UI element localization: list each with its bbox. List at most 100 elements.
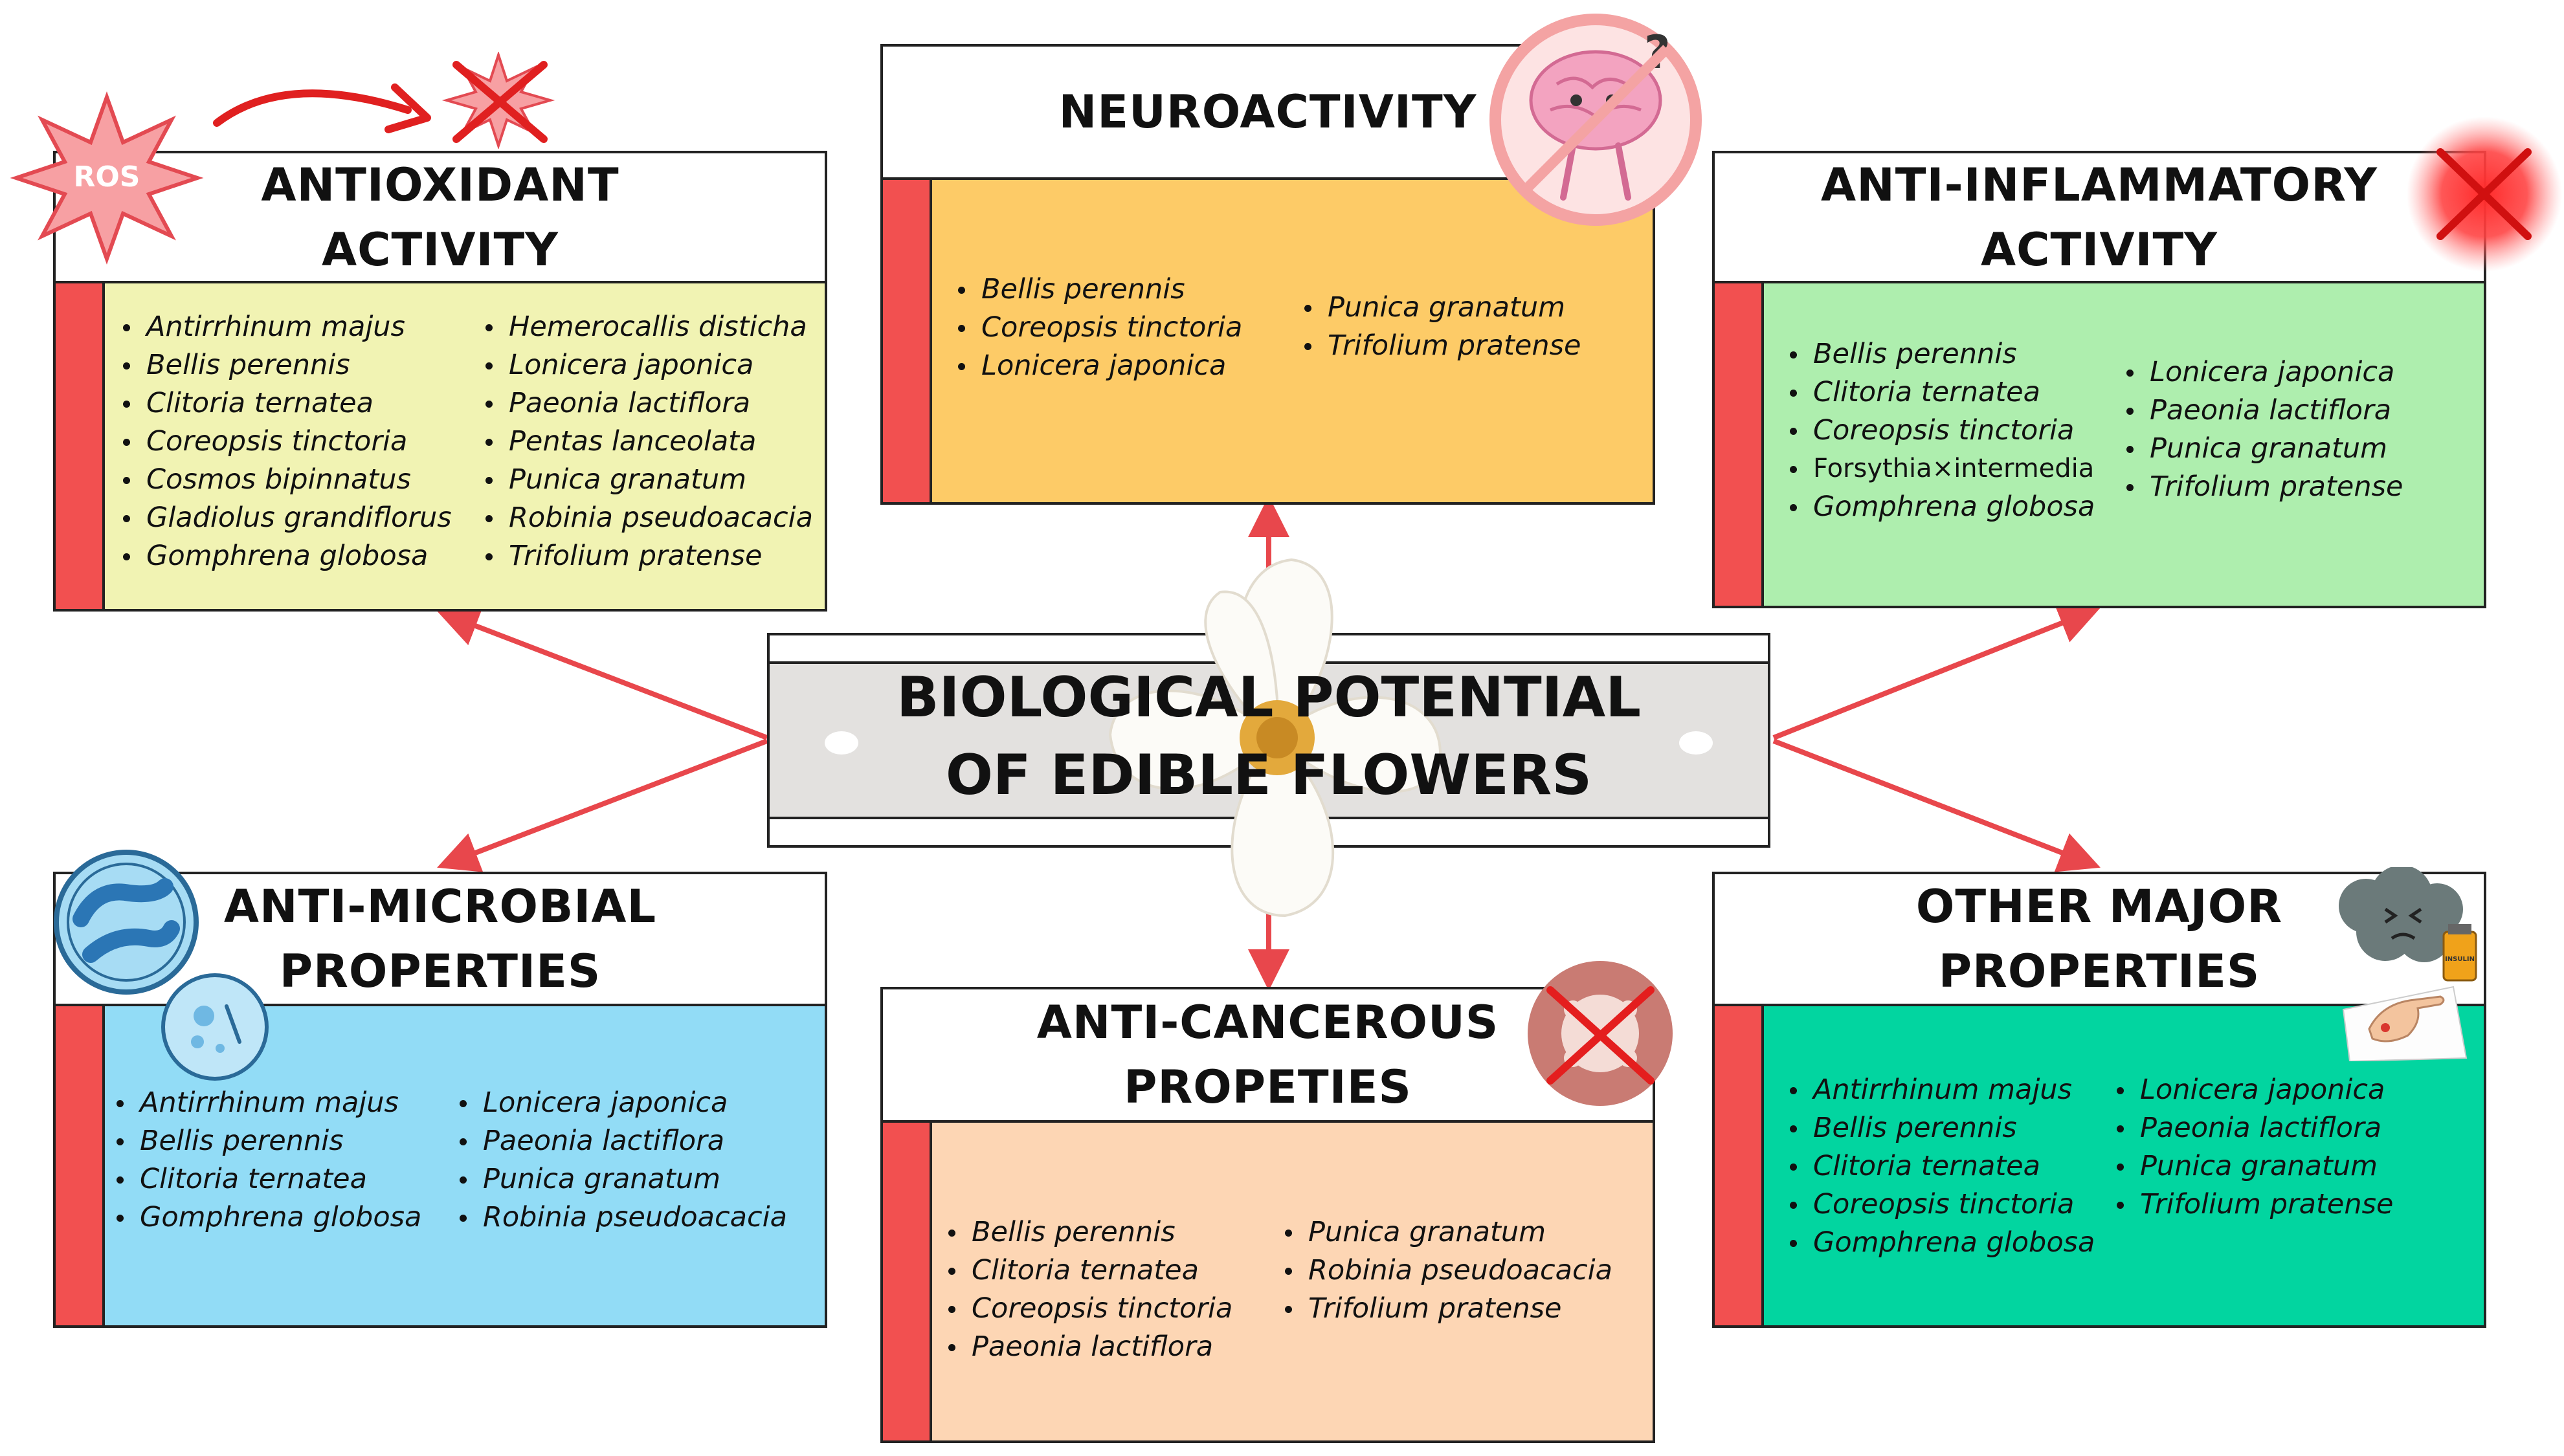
list-item: Punica granatum: [457, 1160, 787, 1198]
antioxidant-list-col2: Hemerocallis disticha Lonicera japonica …: [483, 308, 813, 575]
list-item: Coreopsis tinctoria: [1787, 1186, 2114, 1224]
anti-microbial-list-col2: Lonicera japonica Paeonia lactiflora Pun…: [457, 1084, 787, 1237]
other-major-red-strip: [1715, 1006, 1764, 1325]
list-item: Punica granatum: [1302, 289, 1581, 327]
anti-cancerous-title: ANTI-CANCEROUS PROPETIES: [1036, 996, 1499, 1114]
list-item: Bellis perennis: [1787, 335, 2124, 373]
list-item: Robinia pseudoacacia: [483, 499, 813, 537]
list-item: Clitoria ternatea: [120, 384, 483, 423]
list-item: Paeonia lactiflora: [2114, 1109, 2393, 1147]
list-item: Lonicera japonica: [2114, 1071, 2393, 1109]
curved-arrow-icon: [213, 83, 431, 133]
other-major-title: OTHER MAJOR PROPERTIES: [1915, 880, 2283, 998]
anti-cancerous-list-col2: Punica granatum Robinia pseudoacacia Tri…: [1282, 1213, 1612, 1366]
anti-inflammatory-list-col1: Bellis perennis Clitoria ternatea Coreop…: [1787, 335, 2124, 526]
list-item: Trifolium pratense: [1282, 1290, 1612, 1328]
neuroactivity-card: NEUROACTIVITY Bellis perennis Coreopsis …: [880, 44, 1655, 505]
list-item: Bellis perennis: [120, 346, 483, 384]
list-item: Gomphrena globosa: [114, 1198, 457, 1237]
bacteria-dish-icon: [54, 850, 199, 995]
list-item: Paeonia lactiflora: [457, 1122, 787, 1160]
arrow-to-antioxidant: [437, 606, 768, 740]
list-item: Paeonia lactiflora: [2124, 392, 2403, 430]
list-item: Bellis perennis: [955, 270, 1302, 309]
list-item: Paeonia lactiflora: [483, 384, 813, 423]
list-item: Gomphrena globosa: [1787, 1224, 2114, 1262]
anti-inflammatory-title: ANTI-INFLAMMATORY ACTIVITY: [1821, 158, 2378, 276]
list-item: Punica granatum: [2124, 430, 2403, 468]
anti-microbial-list-col1: Antirrhinum majus Bellis perennis Clitor…: [114, 1084, 457, 1237]
antioxidant-title: ANTIOXIDANT ACTIVITY: [261, 158, 619, 276]
anti-cancerous-header: ANTI-CANCEROUS PROPETIES: [880, 987, 1655, 1123]
cancer-cell-cross-icon: [1528, 961, 1673, 1106]
list-item: Antirrhinum majus: [120, 308, 483, 346]
list-item: Antirrhinum majus: [114, 1084, 457, 1122]
list-item: Antirrhinum majus: [1787, 1071, 2114, 1109]
list-item: Hemerocallis disticha: [483, 308, 813, 346]
neuroactivity-list-col1: Bellis perennis Coreopsis tinctoria Loni…: [955, 270, 1302, 385]
anti-microbial-body: Antirrhinum majus Bellis perennis Clitor…: [53, 1004, 827, 1328]
arrow-to-antimicrobial: [437, 738, 768, 872]
list-item: Paeonia lactiflora: [946, 1328, 1282, 1366]
list-item: Coreopsis tinctoria: [1787, 412, 2124, 450]
ros-label: ROS: [73, 160, 140, 193]
other-major-list-col1: Antirrhinum majus Bellis perennis Clitor…: [1787, 1071, 2114, 1262]
arrow-to-antiinflammatory: [1772, 604, 2101, 740]
list-item: Clitoria ternatea: [946, 1252, 1282, 1290]
list-item: Lonicera japonica: [2124, 353, 2403, 392]
anti-microbial-title: ANTI-MICROBIAL PROPERTIES: [223, 880, 657, 998]
antioxidant-card: ANTIOXIDANT ACTIVITY Antirrhinum majus B…: [53, 151, 827, 612]
edible-flower-image: [1108, 558, 1442, 918]
list-item: Punica granatum: [483, 461, 813, 499]
inflammation-cross-icon: [2407, 116, 2562, 272]
list-item: Clitoria ternatea: [1787, 373, 2124, 412]
neuroactivity-list-col2: Punica granatum Trifolium pratense: [1302, 289, 1581, 385]
list-item: Gomphrena globosa: [120, 537, 483, 575]
list-item: Gladiolus grandiflorus: [120, 499, 483, 537]
list-item: Coreopsis tinctoria: [946, 1290, 1282, 1328]
list-item: Clitoria ternatea: [114, 1160, 457, 1198]
list-item: Lonicera japonica: [457, 1084, 787, 1122]
anti-inflammatory-body: Bellis perennis Clitoria ternatea Coreop…: [1712, 281, 2486, 608]
antioxidant-body: Antirrhinum majus Bellis perennis Clitor…: [53, 281, 827, 612]
anti-cancerous-body: Bellis perennis Clitoria ternatea Coreop…: [880, 1120, 1655, 1443]
anti-cancerous-list-col1: Bellis perennis Clitoria ternatea Coreop…: [946, 1213, 1282, 1366]
ros-burst-icon: [10, 91, 204, 265]
list-item: Trifolium pratense: [483, 537, 813, 575]
list-item: Bellis perennis: [1787, 1109, 2114, 1147]
neutralized-ros-icon: [441, 52, 555, 149]
anti-microbial-red-strip: [56, 1006, 105, 1325]
list-item: Punica granatum: [2114, 1147, 2393, 1186]
list-item: Pentas lanceolata: [483, 423, 813, 461]
list-item: Coreopsis tinctoria: [120, 423, 483, 461]
list-item: Forsythia×intermedia: [1787, 450, 2124, 488]
list-item: Trifolium pratense: [1302, 327, 1581, 365]
list-item: Bellis perennis: [114, 1122, 457, 1160]
list-item: Lonicera japonica: [955, 347, 1302, 385]
list-item: Punica granatum: [1282, 1213, 1612, 1252]
central-dot-left: [825, 731, 858, 755]
list-item: Coreopsis tinctoria: [955, 309, 1302, 347]
list-item: Cosmos bipinnatus: [120, 461, 483, 499]
central-title: BIOLOGICAL POTENTIAL OF EDIBLE FLOWERS: [896, 665, 1642, 808]
antioxidant-red-strip: [56, 283, 105, 609]
list-item: Gomphrena globosa: [1787, 488, 2124, 526]
central-dot-right: [1679, 731, 1713, 755]
list-item: Robinia pseudoacacia: [457, 1198, 787, 1237]
confused-brain-icon: ?: [1489, 14, 1702, 226]
anti-inflammatory-card: ANTI-INFLAMMATORY ACTIVITY Bellis perenn…: [1712, 151, 2486, 608]
diabetes-illustration-icon: INSULIN: [2339, 867, 2477, 1061]
svg-text:INSULIN: INSULIN: [2445, 956, 2475, 963]
anti-cancerous-red-strip: [883, 1123, 932, 1440]
list-item: Robinia pseudoacacia: [1282, 1252, 1612, 1290]
list-item: Bellis perennis: [946, 1213, 1282, 1252]
anti-inflammatory-red-strip: [1715, 283, 1764, 606]
anti-cancerous-card: ANTI-CANCEROUS PROPETIES Bellis perennis…: [880, 987, 1655, 1443]
neuroactivity-title: NEUROACTIVITY: [1058, 85, 1477, 138]
anti-inflammatory-list-col2: Lonicera japonica Paeonia lactiflora Pun…: [2124, 353, 2403, 526]
other-major-list-col2: Lonicera japonica Paeonia lactiflora Pun…: [2114, 1071, 2393, 1262]
list-item: Trifolium pratense: [2114, 1186, 2393, 1224]
list-item: Trifolium pratense: [2124, 468, 2403, 506]
anti-inflammatory-header: ANTI-INFLAMMATORY ACTIVITY: [1712, 151, 2486, 283]
list-item: Clitoria ternatea: [1787, 1147, 2114, 1186]
